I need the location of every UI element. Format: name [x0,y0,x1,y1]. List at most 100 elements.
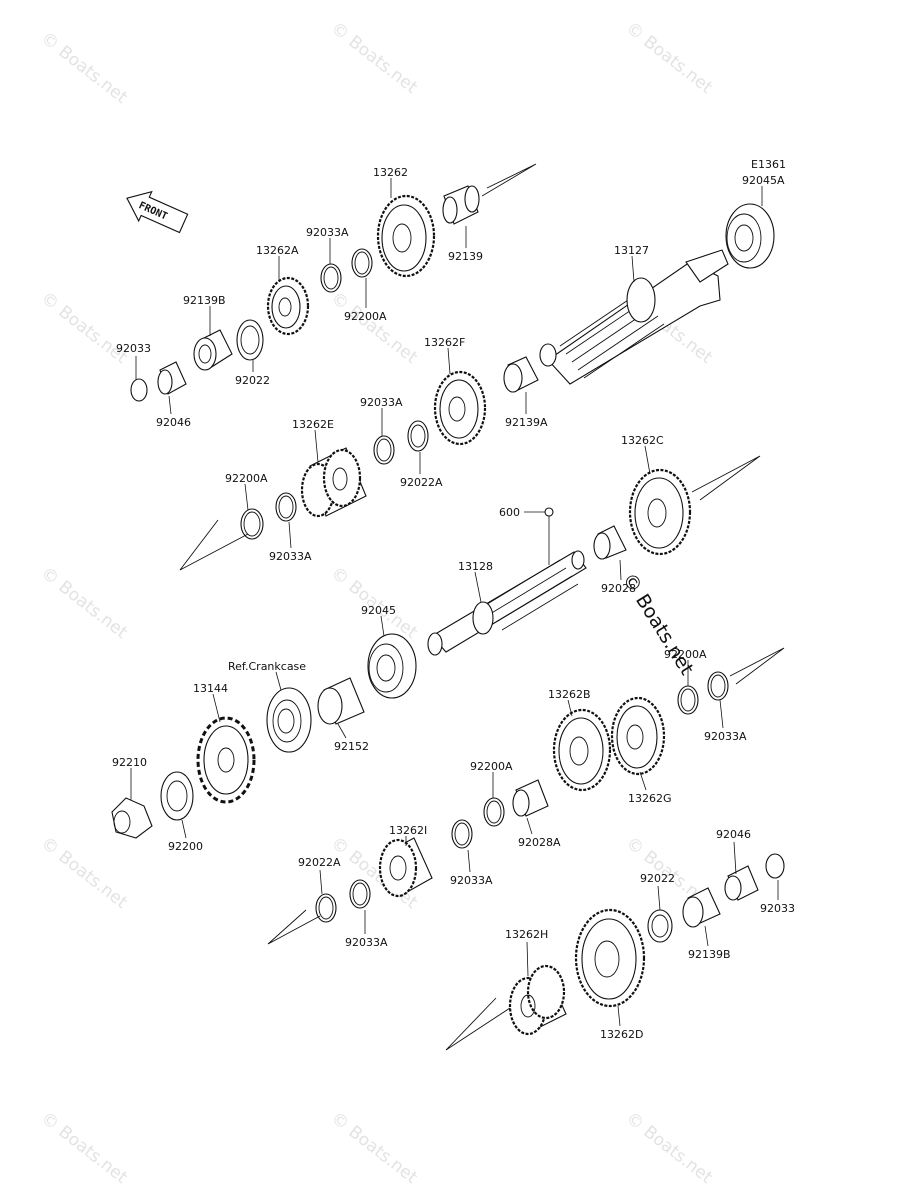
part-label-92200[interactable]: 92200 [168,840,203,853]
leader-lines [130,178,779,1027]
part-label-92033-top[interactable]: 92033 [116,342,151,355]
watermark: © Boats.net [622,18,716,98]
gear-13262A [266,276,310,336]
sprocket-13144 [196,716,256,804]
part-label-92152[interactable]: 92152 [334,740,369,753]
oil-seal [266,687,312,753]
gear-13262D [574,908,646,1008]
watermark: © Boats.net [327,1108,421,1188]
part-label-92200A-right[interactable]: 92200A [664,648,707,661]
part-label-92045[interactable]: 92045 [361,604,396,617]
watermark: © Boats.net [37,288,131,368]
axis-ray [481,163,537,197]
part-label-13262D[interactable]: 13262D [600,1028,643,1041]
circlip-92033A-top [320,263,342,293]
part-label-92022A-mid[interactable]: 92022A [400,476,443,489]
part-label-92033A-right[interactable]: 92033A [704,730,747,743]
part-label-13262C[interactable]: 13262C [621,434,664,447]
bearing-92045 [367,633,417,699]
part-label-92028A[interactable]: 92028A [518,836,561,849]
part-label-13144[interactable]: 13144 [193,682,228,695]
shaft-13128 [427,550,587,656]
shaft-13127 [539,249,729,385]
part-label-ref-crankcase[interactable]: Ref.Crankcase [228,660,306,673]
washer-92200A-low [483,797,505,827]
front-arrow-icon: FRONT [126,190,189,234]
part-label-92139B-low[interactable]: 92139B [688,948,731,961]
part-label-13128[interactable]: 13128 [458,560,493,573]
washer-92200A-right [677,685,699,715]
circlip-92033A-right [707,671,729,701]
gear-13262C [628,468,692,556]
collar-92152 [317,677,365,725]
part-label-92028[interactable]: 92028 [601,582,636,595]
gear-13262B [552,708,612,792]
washer-92022A-low [315,893,337,923]
circlip-92033A-low2 [349,879,371,909]
washer-92200A-mid [240,508,264,540]
part-label-92033A-mid[interactable]: 92033A [360,396,403,409]
collar-92028 [593,525,627,560]
watermark: © Boats.net [327,288,421,368]
part-label-92046-top[interactable]: 92046 [156,416,191,429]
axis-ray [179,519,249,571]
part-label-92045A[interactable]: 92045A [742,174,785,187]
bearing-92045A [725,203,775,269]
part-label-92033A-mid2[interactable]: 92033A [269,550,312,563]
part-label-92033A-top[interactable]: 92033A [306,226,349,239]
part-label-92200A-top[interactable]: 92200A [344,310,387,323]
part-label-92139A[interactable]: 92139A [505,416,548,429]
part-label-13262[interactable]: 13262 [373,166,408,179]
gear-13262G [610,696,666,776]
gear-13262I [378,837,433,898]
part-label-92139B-top[interactable]: 92139B [183,294,226,307]
watermark: © Boats.net [37,833,131,913]
part-label-13262F[interactable]: 13262F [424,336,465,349]
part-label-92033-low[interactable]: 92033 [760,902,795,915]
watermark: © Boats.net [327,18,421,98]
part-label-92139[interactable]: 92139 [448,250,483,263]
part-label-92022-low[interactable]: 92022 [640,872,675,885]
circlip-92033-low [765,853,785,879]
part-label-92210[interactable]: 92210 [112,756,147,769]
axis-ray [267,909,321,945]
part-label-92022-top[interactable]: 92022 [235,374,270,387]
part-label-92200A-low[interactable]: 92200A [470,760,513,773]
washer-92200 [160,771,194,821]
part-label-92200A-mid[interactable]: 92200A [225,472,268,485]
collar-92139B-top [193,329,233,371]
gear-13262H [508,964,567,1036]
watermark: © Boats.net [37,28,131,108]
washer-92022-low [647,909,673,943]
gear-13262F [433,370,487,446]
circlip-92033-top [130,378,148,402]
part-label-13262E[interactable]: 13262E [292,418,334,431]
part-label-13262G[interactable]: 13262G [628,792,672,805]
part-label-13262I[interactable]: 13262I [389,824,427,837]
washer-92022A-mid [407,420,429,452]
collar-92139A [503,356,539,393]
axis-ray [691,455,761,501]
needle-bearing-92139 [442,185,480,225]
circlip-92033A-mid2 [275,492,297,522]
washer-92022-top [236,319,264,361]
part-label-13262A[interactable]: 13262A [256,244,299,257]
circlip-92033A-low [451,819,473,849]
axis-ray [729,647,785,685]
nut-92210 [111,797,153,839]
part-label-92046-low[interactable]: 92046 [716,828,751,841]
washer-92200A-top [351,248,373,278]
needle-bearing-92046-low [724,865,759,901]
part-label-92022A-low[interactable]: 92022A [298,856,341,869]
part-label-13262H[interactable]: 13262H [505,928,548,941]
part-label-13262B[interactable]: 13262B [548,688,591,701]
part-label-92033A-low[interactable]: 92033A [450,874,493,887]
part-label-92033A-low2[interactable]: 92033A [345,936,388,949]
gear-13262E [300,447,367,518]
needle-bearing-92046-top [157,361,187,395]
part-label-600[interactable]: 600 [499,506,520,519]
collar-92139B-low [682,887,721,928]
part-label-13127[interactable]: 13127 [614,244,649,257]
circlip-92033A-mid [373,435,395,465]
